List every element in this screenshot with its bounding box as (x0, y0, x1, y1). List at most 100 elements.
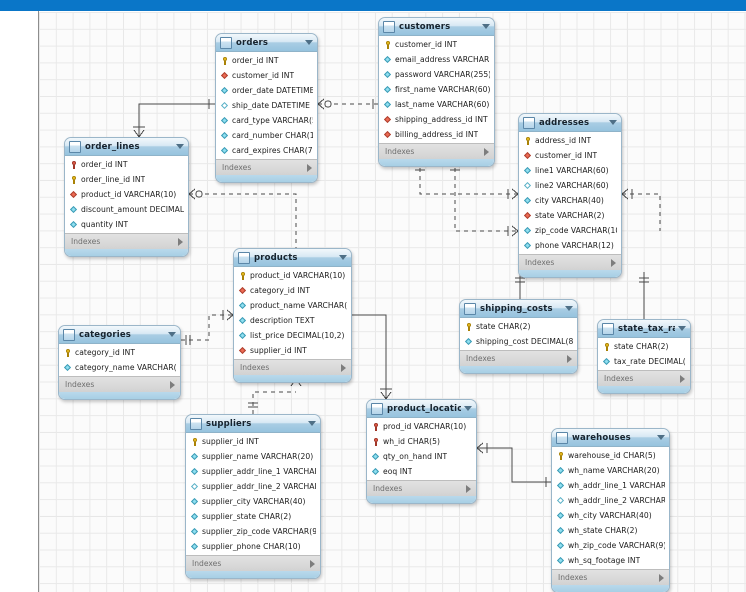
indexes-section-state_tax_rates[interactable]: Indexes (598, 370, 690, 386)
table-field[interactable]: category_id INT (59, 345, 180, 360)
table-field[interactable]: email_address VARCHAR(255) (379, 52, 494, 67)
chevron-down-icon[interactable] (482, 24, 490, 29)
chevron-right-icon[interactable] (307, 163, 312, 172)
chevron-down-icon[interactable] (565, 306, 573, 311)
indexes-section-warehouses[interactable]: Indexes (552, 569, 669, 585)
chevron-down-icon[interactable] (339, 255, 347, 260)
table-header-customers[interactable]: customers (379, 18, 494, 36)
table-field[interactable]: line1 VARCHAR(60) (519, 163, 621, 178)
table-field[interactable]: billing_address_id INT (379, 127, 494, 142)
table-field[interactable]: quantity INT (65, 217, 188, 232)
table-field[interactable]: supplier_name VARCHAR(20) (186, 449, 320, 464)
chevron-down-icon[interactable] (609, 120, 617, 125)
chevron-down-icon[interactable] (678, 326, 686, 331)
table-header-shipping_costs[interactable]: shipping_costs (460, 300, 577, 318)
table-field[interactable]: state VARCHAR(2) (519, 208, 621, 223)
table-header-state_tax_rates[interactable]: state_tax_rates (598, 320, 690, 338)
table-field[interactable]: card_expires CHAR(7) (216, 143, 317, 158)
table-field[interactable]: state CHAR(2) (598, 339, 690, 354)
indexes-section-customers[interactable]: Indexes (379, 143, 494, 159)
table-header-categories[interactable]: categories (59, 326, 180, 344)
table-field[interactable]: last_name VARCHAR(60) (379, 97, 494, 112)
table-field[interactable]: product_name VARCHAR(255) (234, 298, 351, 313)
chevron-down-icon[interactable] (168, 332, 176, 337)
chevron-down-icon[interactable] (305, 40, 313, 45)
table-header-addresses[interactable]: addresses (519, 114, 621, 132)
entity-table-product_locations[interactable]: product_locationsprod_id VARCHAR(10)wh_i… (366, 399, 477, 504)
chevron-right-icon[interactable] (611, 258, 616, 267)
table-field[interactable]: address_id INT (519, 133, 621, 148)
table-field[interactable]: category_name VARCHAR(255) (59, 360, 180, 375)
table-field[interactable]: wh_id CHAR(5) (367, 434, 476, 449)
table-field[interactable]: product_id VARCHAR(10) (65, 187, 188, 202)
table-header-warehouses[interactable]: warehouses (552, 429, 669, 447)
table-field[interactable]: tax_rate DECIMAL(4,2) (598, 354, 690, 369)
table-field[interactable]: order_line_id INT (65, 172, 188, 187)
chevron-down-icon[interactable] (464, 406, 472, 411)
table-field[interactable]: description TEXT (234, 313, 351, 328)
table-field[interactable]: wh_city VARCHAR(40) (552, 508, 669, 523)
table-field[interactable]: wh_addr_line_2 VARCHAR(60) (552, 493, 669, 508)
table-header-products[interactable]: products (234, 249, 351, 267)
chevron-right-icon[interactable] (341, 363, 346, 372)
table-field[interactable]: wh_state CHAR(2) (552, 523, 669, 538)
table-field[interactable]: state CHAR(2) (460, 319, 577, 334)
chevron-right-icon[interactable] (484, 147, 489, 156)
table-field[interactable]: prod_id VARCHAR(10) (367, 419, 476, 434)
chevron-right-icon[interactable] (178, 237, 183, 246)
indexes-section-products[interactable]: Indexes (234, 359, 351, 375)
table-field[interactable]: supplier_zip_code VARCHAR(9) (186, 524, 320, 539)
indexes-section-shipping_costs[interactable]: Indexes (460, 350, 577, 366)
table-field[interactable]: shipping_cost DECIMAL(8,2) (460, 334, 577, 349)
table-field[interactable]: customer_id INT (519, 148, 621, 163)
table-header-product_locations[interactable]: product_locations (367, 400, 476, 418)
chevron-right-icon[interactable] (659, 573, 664, 582)
table-field[interactable]: wh_name VARCHAR(20) (552, 463, 669, 478)
table-field[interactable]: line2 VARCHAR(60) (519, 178, 621, 193)
chevron-down-icon[interactable] (657, 435, 665, 440)
table-field[interactable]: phone VARCHAR(12) (519, 238, 621, 253)
table-field[interactable]: product_id VARCHAR(10) (234, 268, 351, 283)
table-field[interactable]: order_date DATETIME (216, 83, 317, 98)
table-field[interactable]: customer_id INT (379, 37, 494, 52)
table-field[interactable]: shipping_address_id INT (379, 112, 494, 127)
table-field[interactable]: supplier_id INT (234, 343, 351, 358)
table-header-suppliers[interactable]: suppliers (186, 415, 320, 433)
table-field[interactable]: order_id INT (216, 53, 317, 68)
table-field[interactable]: card_type VARCHAR(50) (216, 113, 317, 128)
chevron-right-icon[interactable] (680, 374, 685, 383)
table-field[interactable]: supplier_id INT (186, 434, 320, 449)
indexes-section-orders[interactable]: Indexes (216, 159, 317, 175)
indexes-section-suppliers[interactable]: Indexes (186, 555, 320, 571)
table-field[interactable]: supplier_addr_line_1 VARCHAR(60) (186, 464, 320, 479)
table-field[interactable]: wh_addr_line_1 VARCHAR(60) (552, 478, 669, 493)
indexes-section-categories[interactable]: Indexes (59, 376, 180, 392)
table-field[interactable]: password VARCHAR(255) (379, 67, 494, 82)
table-field[interactable]: customer_id INT (216, 68, 317, 83)
table-field[interactable]: category_id INT (234, 283, 351, 298)
chevron-down-icon[interactable] (176, 144, 184, 149)
indexes-section-product_locations[interactable]: Indexes (367, 480, 476, 496)
table-field[interactable]: card_number CHAR(16) (216, 128, 317, 143)
table-field[interactable]: warehouse_id CHAR(5) (552, 448, 669, 463)
chevron-down-icon[interactable] (308, 421, 316, 426)
table-header-order_lines[interactable]: order_lines (65, 138, 188, 156)
chevron-right-icon[interactable] (567, 354, 572, 363)
table-field[interactable]: supplier_addr_line_2 VARCHAR(60) (186, 479, 320, 494)
table-field[interactable]: supplier_phone CHAR(10) (186, 539, 320, 554)
table-field[interactable]: supplier_city VARCHAR(40) (186, 494, 320, 509)
table-field[interactable]: list_price DECIMAL(10,2) (234, 328, 351, 343)
indexes-section-order_lines[interactable]: Indexes (65, 233, 188, 249)
indexes-section-addresses[interactable]: Indexes (519, 254, 621, 270)
table-field[interactable]: qty_on_hand INT (367, 449, 476, 464)
entity-table-state_tax_rates[interactable]: state_tax_ratesstate CHAR(2)tax_rate DEC… (597, 319, 691, 394)
table-field[interactable]: first_name VARCHAR(60) (379, 82, 494, 97)
chevron-right-icon[interactable] (310, 559, 315, 568)
